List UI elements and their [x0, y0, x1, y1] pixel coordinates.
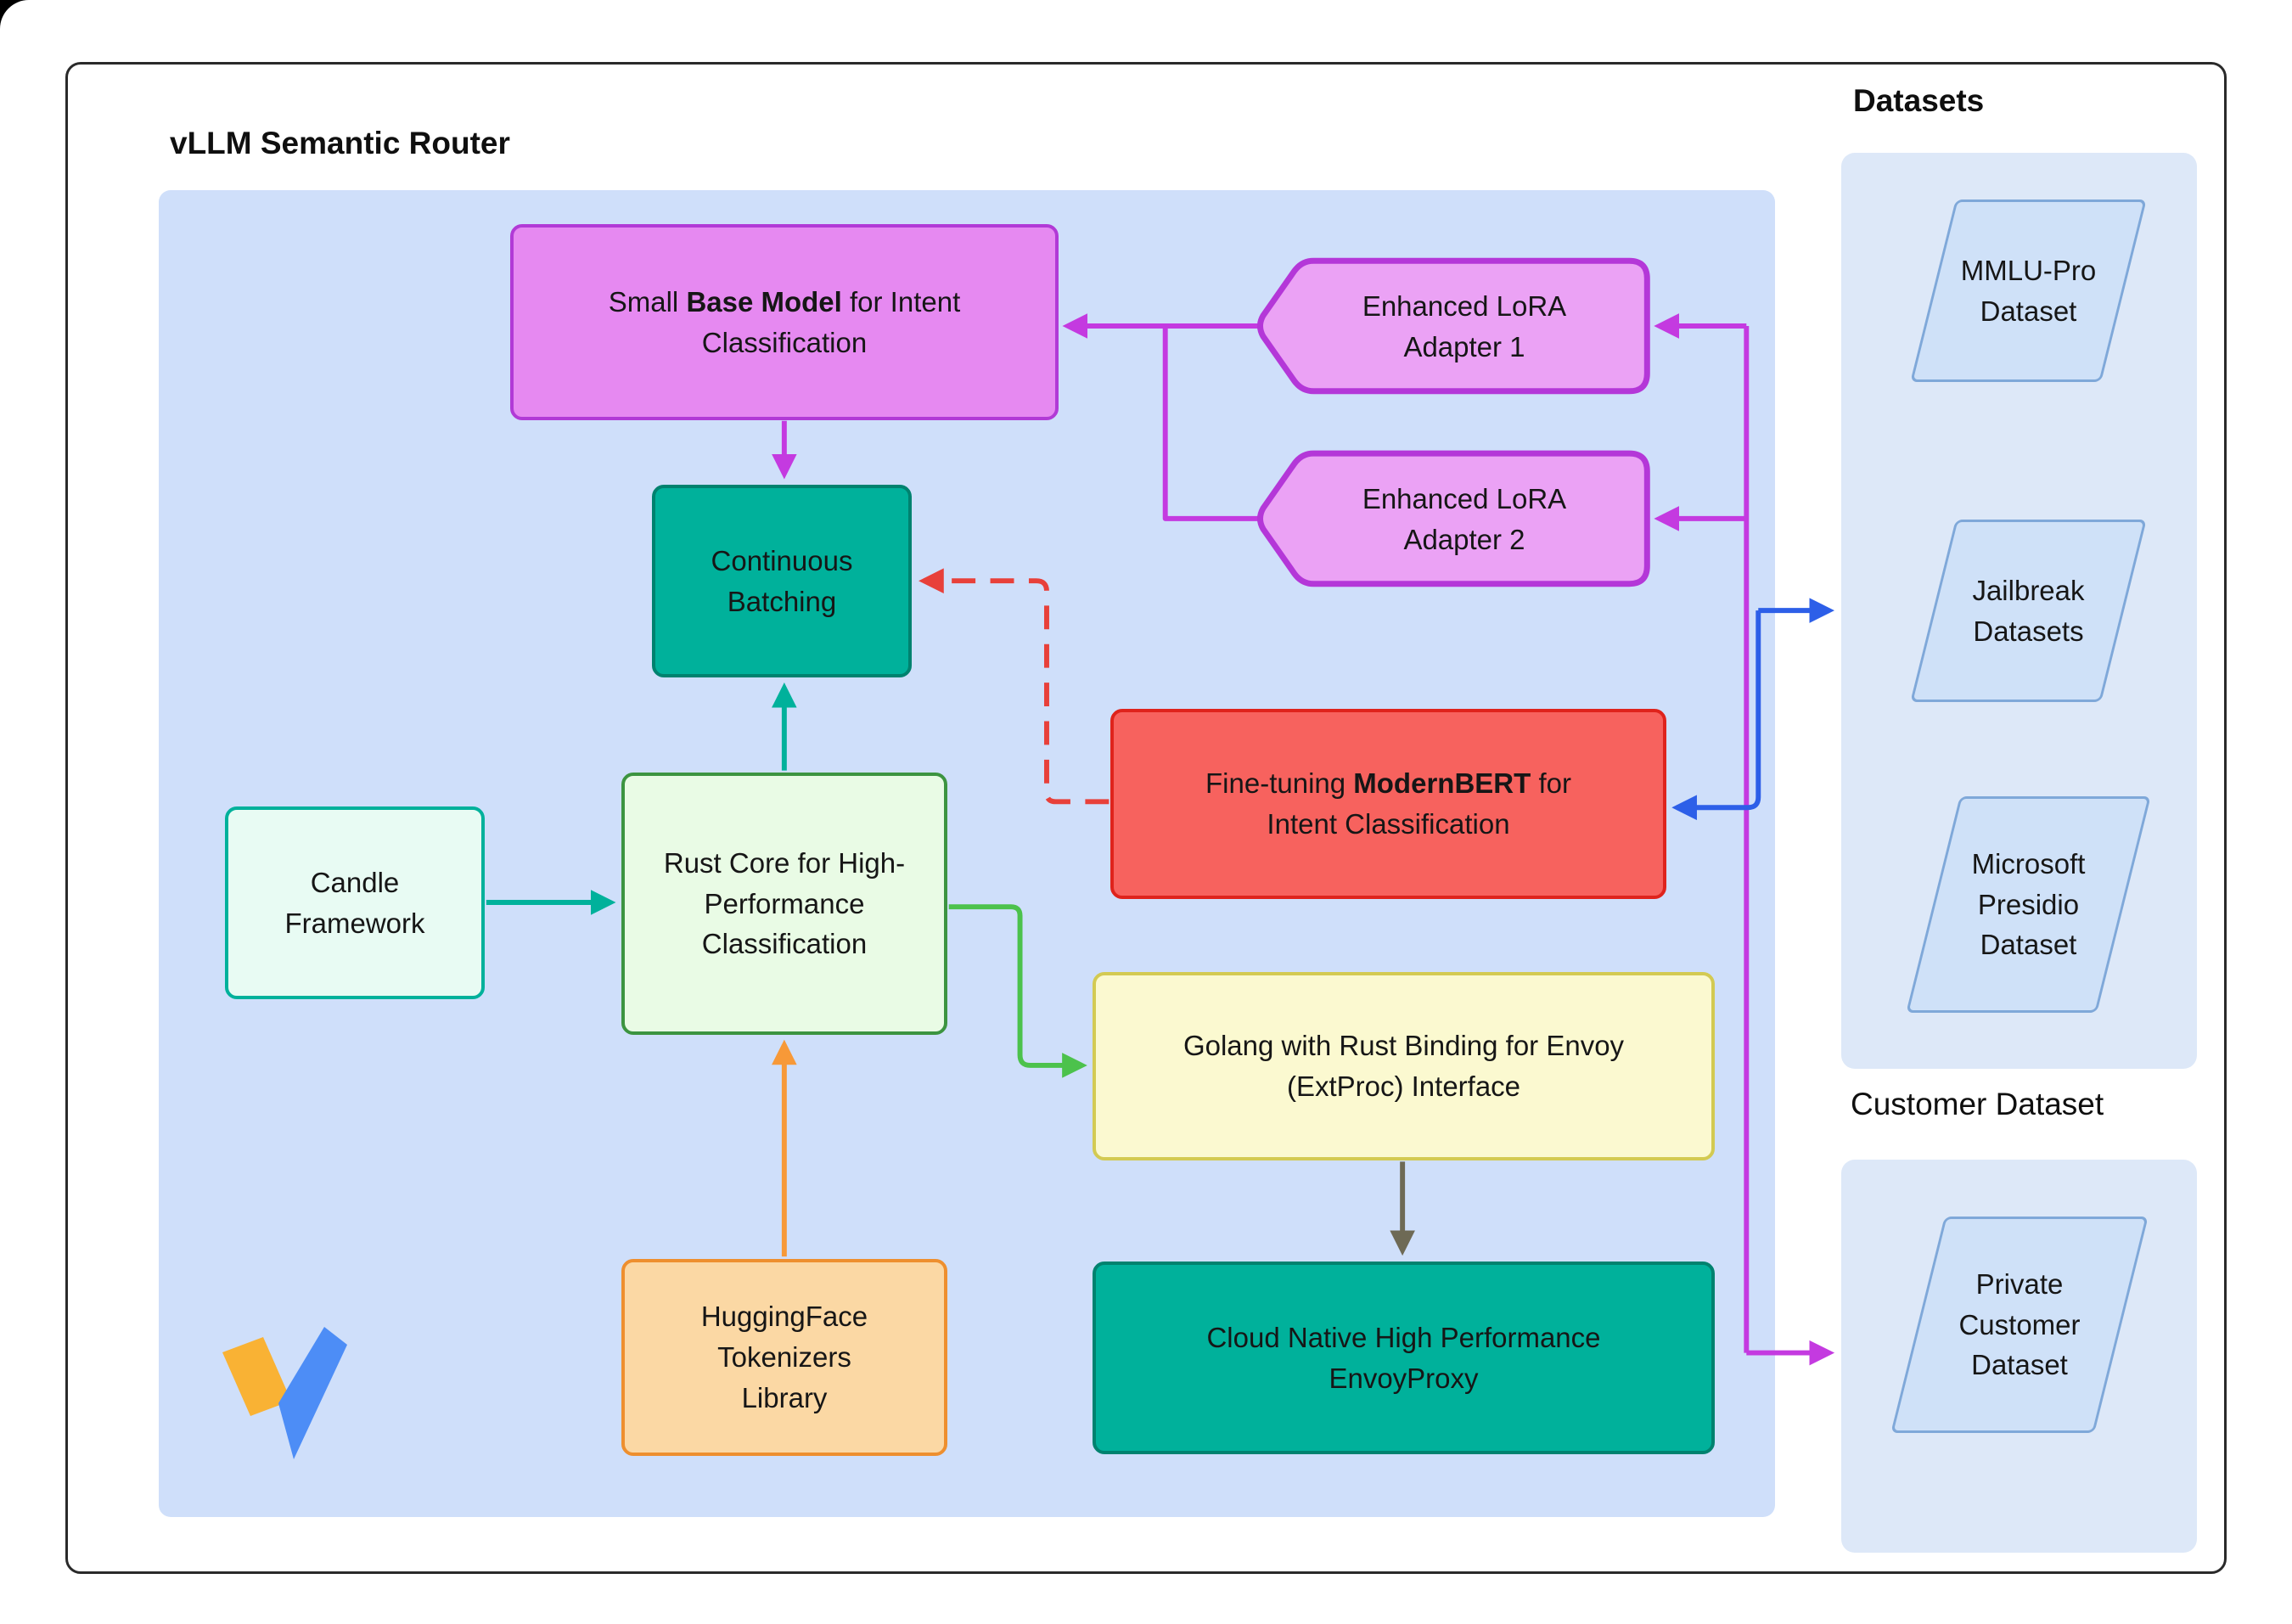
vllm-logo-blue-shape — [278, 1327, 347, 1459]
vllm-logo-orange-shape — [222, 1337, 291, 1416]
node-lora-adapter-1-label: Enhanced LoRA Adapter 1 — [1362, 290, 1567, 362]
dataset-mmlu-pro-label: MMLU-Pro Dataset — [1960, 254, 2097, 327]
datasets-heading: Datasets — [1853, 83, 1985, 118]
node-envoyproxy: Cloud Native High Performance EnvoyProxy — [1093, 1262, 1715, 1454]
node-modernbert-label: Fine-tuning ModernBERT for Intent Classi… — [1168, 763, 1609, 845]
node-golang-binding-label: Golang with Rust Binding for Envoy (ExtP… — [1183, 1030, 1625, 1102]
edge-blue-to-modernbert — [1671, 610, 1761, 821]
node-continuous-batching: Continuous Batching — [652, 485, 912, 677]
node-rust-core: Rust Core for High-Performance Classific… — [621, 773, 947, 1035]
node-continuous-batching-label: Continuous Batching — [711, 544, 853, 617]
node-rust-core-label: Rust Core for High-Performance Classific… — [663, 846, 906, 960]
node-huggingface-tokenizers: HuggingFace Tokenizers Library — [621, 1259, 947, 1456]
lora-adapter-1-shape — [1256, 257, 1650, 395]
node-base-model-label: Small Base Model for Intent Classificati… — [525, 282, 1043, 363]
label-part: Fine-tuning — [1205, 767, 1354, 800]
node-modernbert-finetuning: Fine-tuning ModernBERT for Intent Classi… — [1110, 709, 1666, 899]
label-part: for Intent Classification — [1267, 767, 1571, 840]
edge-modernbert-to-batching — [918, 568, 1109, 805]
node-huggingface-label: HuggingFace Tokenizers Library — [700, 1301, 868, 1413]
node-base-model: Small Base Model for Intent Classificati… — [510, 224, 1059, 420]
dataset-microsoft-presidio-label: Microsoft Presidio Dataset — [1971, 847, 2086, 961]
label-part: for Intent Classification — [701, 285, 961, 358]
node-lora-adapter-1: Enhanced LoRA Adapter 1 — [1324, 267, 1604, 386]
label-part-bold: Base Model — [686, 285, 842, 317]
node-lora-adapter-2: Enhanced LoRA Adapter 2 — [1324, 460, 1604, 579]
label-part-bold: ModernBERT — [1353, 767, 1531, 800]
page-title: vLLM Semantic Router — [170, 126, 510, 160]
dataset-microsoft-presidio: Microsoft Presidio Dataset — [1906, 796, 2151, 1013]
dataset-jailbreak: Jailbreak Datasets — [1910, 520, 2147, 702]
label-part: Small — [608, 285, 687, 317]
edge-rust-to-golang — [948, 904, 1087, 1078]
node-lora-adapter-2-label: Enhanced LoRA Adapter 2 — [1362, 483, 1567, 555]
dataset-private-customer: Private Customer Dataset — [1890, 1217, 2149, 1433]
node-candle-framework: Candle Framework — [225, 806, 485, 999]
node-envoyproxy-label: Cloud Native High Performance EnvoyProxy — [1206, 1321, 1601, 1394]
node-golang-binding: Golang with Rust Binding for Envoy (ExtP… — [1093, 972, 1715, 1160]
customer-dataset-heading: Customer Dataset — [1851, 1087, 2104, 1121]
vllm-logo — [222, 1327, 347, 1459]
lora-adapter-2-shape — [1256, 450, 1650, 587]
dataset-mmlu-pro: MMLU-Pro Dataset — [1910, 199, 2147, 382]
node-candle-label: Candle Framework — [284, 866, 425, 939]
dataset-private-customer-label: Private Customer Dataset — [1958, 1267, 2081, 1381]
edge-lora2-merge — [1162, 325, 1259, 521]
dataset-jailbreak-label: Jailbreak Datasets — [1972, 574, 2085, 647]
